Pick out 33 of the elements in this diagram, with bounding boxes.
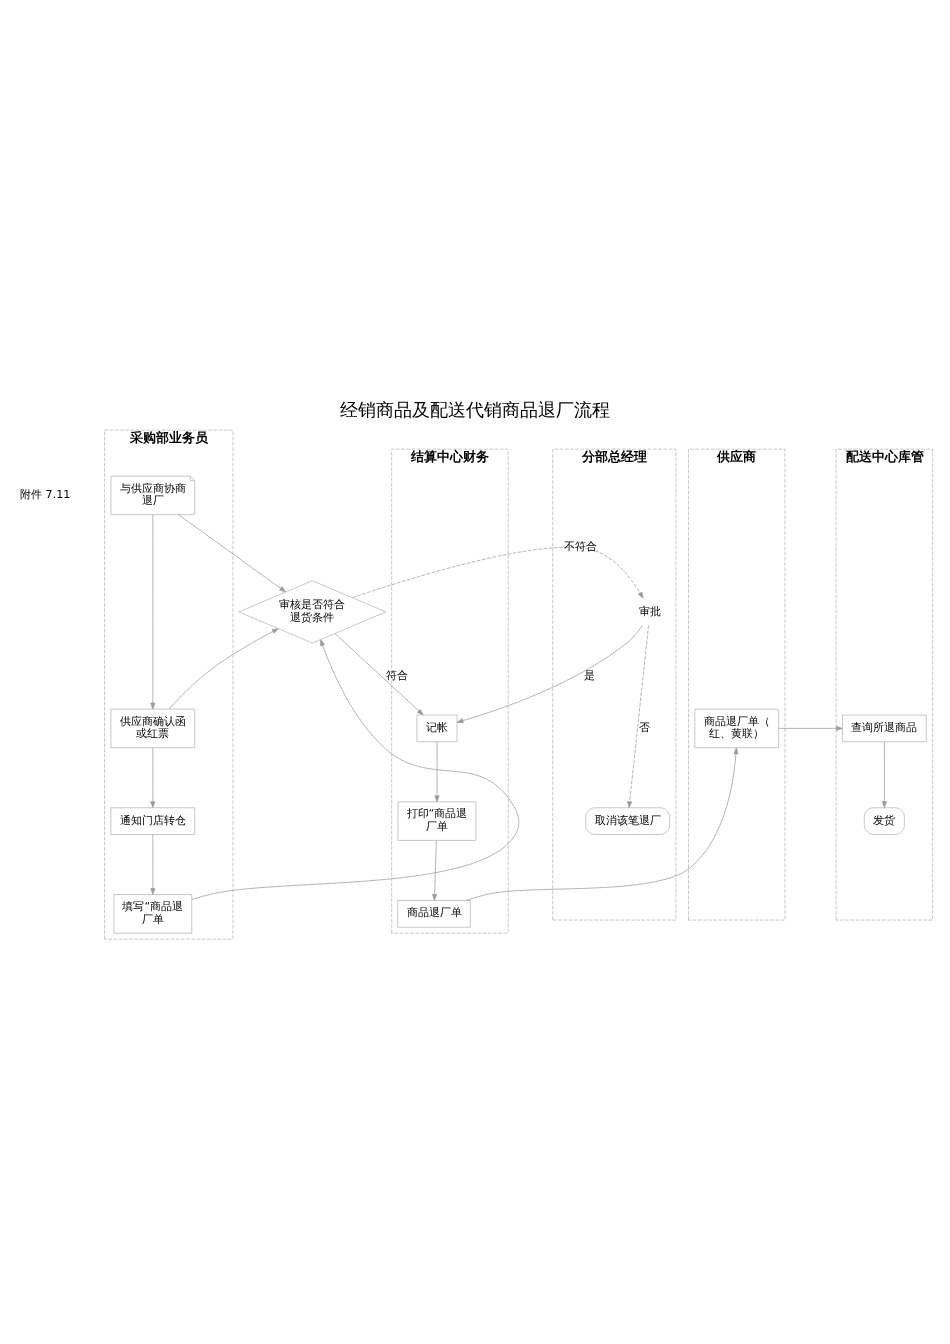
- arrow: [456, 625, 643, 724]
- arrow: [432, 840, 438, 901]
- node-box: 发货: [863, 807, 905, 835]
- arrow: [881, 741, 887, 808]
- arrow: [150, 747, 156, 808]
- node-box: 填写“商品退厂单: [113, 894, 193, 934]
- arrow: [150, 514, 156, 710]
- arrow: [168, 628, 279, 710]
- node-box: 取消该笔退厂: [585, 807, 670, 835]
- node-box: 通知门店转仓: [110, 807, 196, 835]
- node-box: 记帐: [416, 714, 458, 743]
- arrow: [191, 639, 520, 900]
- node-box: 打印“商品退厂单: [397, 801, 477, 841]
- arrow: [465, 747, 739, 901]
- node-text: 审批: [638, 604, 661, 618]
- node-diamond: 审核是否符合退货条件: [238, 580, 387, 644]
- edge-label: 不符合: [564, 540, 598, 554]
- arrow: [778, 725, 843, 731]
- node-box: 查询所退商品: [842, 714, 927, 743]
- node-box: 供应商确认函或红票: [110, 708, 196, 749]
- arrow: [434, 741, 440, 803]
- node-box: 商品退厂单: [397, 900, 471, 928]
- label: 附件 7.11: [20, 488, 71, 502]
- edge-label: 是: [584, 668, 596, 682]
- diagram-title: 经销商品及配送代销商品退厂流程: [340, 399, 610, 421]
- edge-label: 符合: [386, 668, 409, 682]
- node-box: 商品退厂单（红、黄联）: [694, 708, 779, 749]
- edge-label: 否: [639, 720, 651, 734]
- arrow: [627, 624, 649, 808]
- arrow: [334, 633, 424, 716]
- arrow: [178, 514, 286, 593]
- arrow: [352, 546, 644, 599]
- arrow: [150, 834, 156, 895]
